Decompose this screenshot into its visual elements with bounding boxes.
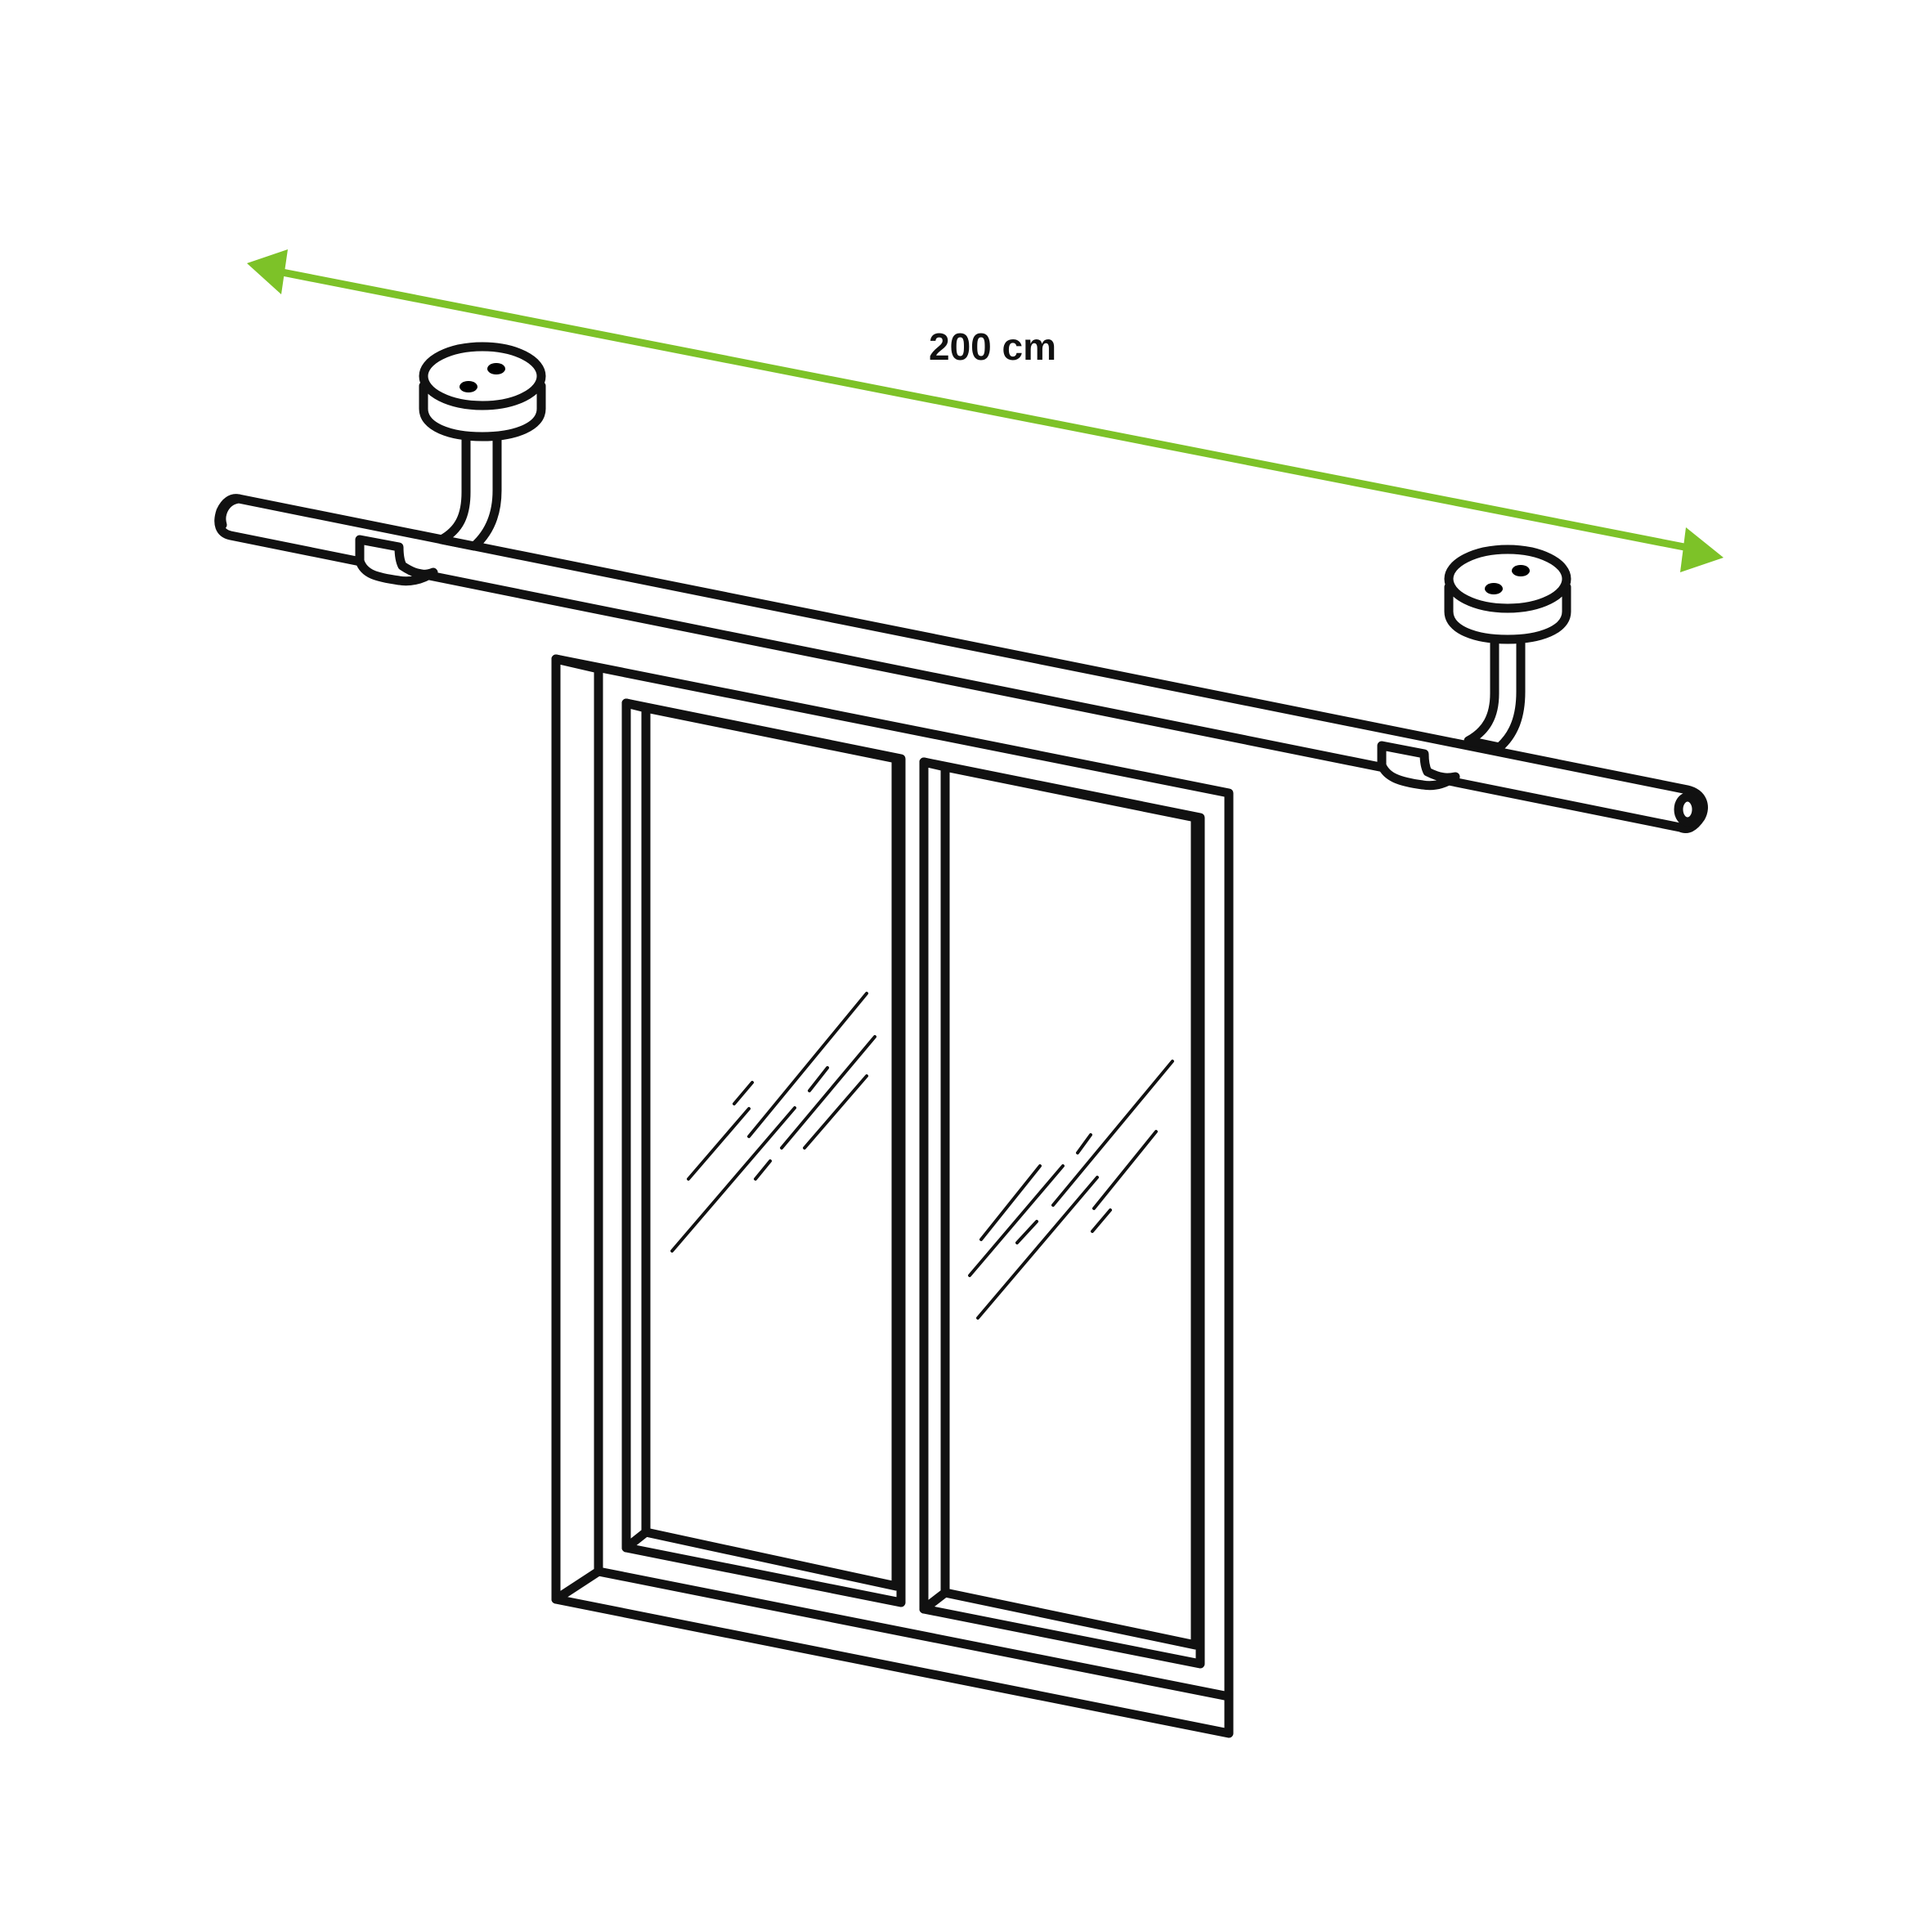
screw-hole-icon (1485, 583, 1503, 594)
bracket-left-plate (419, 342, 546, 410)
window-right-sash (919, 757, 1205, 1669)
rod-end-cap (1674, 792, 1701, 827)
window-left-sash (621, 698, 906, 1607)
rod-left-end (217, 494, 244, 530)
dimension-label: 200 cm (929, 325, 1056, 368)
bracket-left-stem (437, 428, 502, 551)
ceiling-bracket-right (1444, 545, 1571, 752)
rod-ring-right (1377, 741, 1460, 791)
window-right-sash-bevel (919, 757, 950, 1614)
window (551, 654, 1234, 1738)
ceiling-bracket-left (419, 342, 546, 551)
screw-hole-icon (1512, 565, 1530, 576)
bracket-right-plate (1444, 545, 1571, 613)
window-right-sash-glass (940, 762, 1200, 1650)
bracket-right-stem (1464, 631, 1526, 752)
screw-hole-icon (459, 381, 477, 392)
window-frame-bevel (551, 654, 603, 1604)
window-frame-sill (594, 1567, 1234, 1701)
rod-ring-left (355, 535, 438, 586)
dimension-line (277, 267, 1689, 552)
dimension-arrowhead-left (247, 249, 288, 294)
glass-reflection-right (968, 1060, 1174, 1320)
glass-reflection-left (670, 992, 876, 1253)
dimension-arrowhead-right (1680, 527, 1724, 572)
window-left-sash-glass (641, 703, 901, 1591)
screw-hole-icon (487, 363, 505, 374)
dimension-arrow: 200 cm (247, 249, 1724, 572)
curtain-rod (214, 494, 1708, 833)
window-left-sash-bevel (621, 698, 651, 1553)
